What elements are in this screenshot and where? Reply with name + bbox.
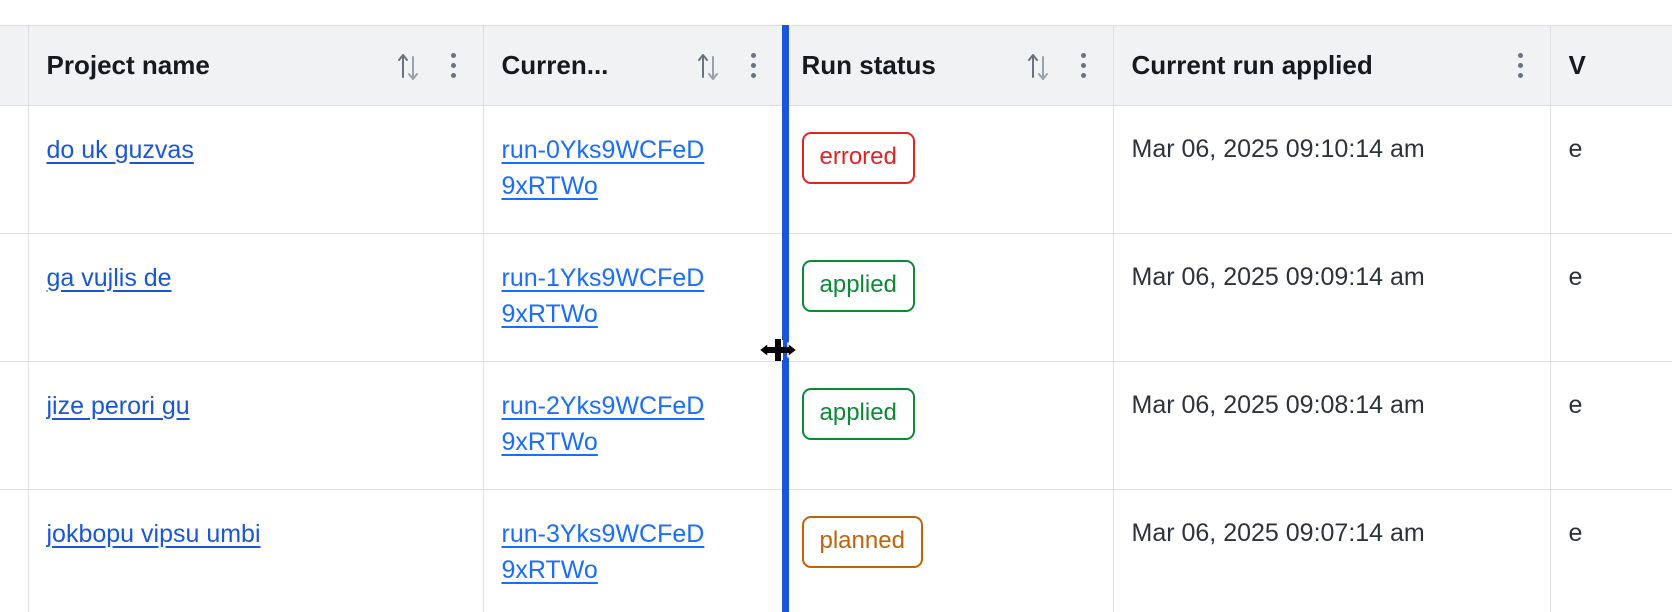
cell-current-run-applied: Mar 06, 2025 09:07:14 am <box>1113 489 1551 612</box>
cell-project-name: jokbopu vipsu umbi <box>28 489 484 612</box>
run-id-line-1: run-0Yks9WCFeD <box>501 136 705 164</box>
cell-next-column: e <box>1550 105 1672 234</box>
cell-next-column: e <box>1550 233 1672 362</box>
current-run-applied-timestamp: Mar 06, 2025 09:08:14 am <box>1131 391 1425 419</box>
run-id-line-2: 9xRTWo <box>501 556 598 585</box>
cell-project-name: jize perori gu <box>28 361 484 490</box>
header-label-run-status: Run status <box>801 50 936 80</box>
row-gutter-cell <box>0 489 29 612</box>
cell-current-run: run-3Yks9WCFeD 9xRTWo <box>483 489 784 612</box>
header-cell-current-run[interactable]: Curren... <box>483 25 784 106</box>
cell-run-status: applied <box>783 233 1114 362</box>
status-badge: applied <box>801 388 915 440</box>
current-run-link[interactable]: run-0Yks9WCFeD 9xRTWo <box>502 136 705 200</box>
project-name-link[interactable]: ga vujlis de <box>46 264 172 292</box>
status-badge: applied <box>801 260 915 312</box>
table-scroll-container[interactable]: Project name <box>0 25 1672 612</box>
run-id-line-2: 9xRTWo <box>501 172 598 201</box>
run-id-line-2: 9xRTWo <box>501 300 598 329</box>
table-row[interactable]: do uk guzvas run-0Yks9WCFeD 9xRTWo errore… <box>0 105 1672 234</box>
cell-run-status: applied <box>783 361 1114 490</box>
table-header: Project name <box>0 25 1672 106</box>
run-id-line-2: 9xRTWo <box>501 428 598 457</box>
header-cell-next-column[interactable]: V <box>1550 25 1672 106</box>
column-menu-kebab-icon-run-status[interactable] <box>1073 49 1095 83</box>
next-column-value: e <box>1568 519 1583 547</box>
status-badge: planned <box>801 516 923 568</box>
header-cell-gutter <box>0 25 29 106</box>
cell-project-name: ga vujlis de <box>28 233 484 362</box>
table-body: do uk guzvas run-0Yks9WCFeD 9xRTWo errore… <box>0 105 1672 612</box>
cell-run-status: errored <box>783 105 1114 234</box>
status-badge: errored <box>801 132 915 184</box>
row-gutter-cell <box>0 105 29 234</box>
cell-next-column: e <box>1550 489 1672 612</box>
next-column-value: e <box>1568 263 1583 291</box>
current-run-link[interactable]: run-3Yks9WCFeD 9xRTWo <box>502 520 705 584</box>
sort-icon-current-run[interactable] <box>695 49 721 83</box>
column-menu-kebab-icon-current-run-applied[interactable] <box>1510 49 1532 83</box>
header-cell-project-name[interactable]: Project name <box>28 25 484 106</box>
header-cell-current-run-applied[interactable]: Current run applied <box>1113 25 1551 106</box>
current-run-link[interactable]: run-2Yks9WCFeD 9xRTWo <box>502 392 705 456</box>
header-label-project-name: Project name <box>46 50 210 80</box>
cell-current-run: run-2Yks9WCFeD 9xRTWo <box>483 361 784 490</box>
cell-run-status: planned <box>783 489 1114 612</box>
column-resize-drag-indicator[interactable] <box>782 25 789 612</box>
row-gutter-cell <box>0 233 29 362</box>
cell-next-column: e <box>1550 361 1672 490</box>
current-run-applied-timestamp: Mar 06, 2025 09:07:14 am <box>1131 519 1425 547</box>
current-run-link[interactable]: run-1Yks9WCFeD 9xRTWo <box>502 264 705 328</box>
cell-current-run: run-0Yks9WCFeD 9xRTWo <box>483 105 784 234</box>
next-column-value: e <box>1568 391 1583 419</box>
cell-project-name: do uk guzvas <box>28 105 484 234</box>
sort-icon-run-status[interactable] <box>1025 49 1051 83</box>
cell-current-run: run-1Yks9WCFeD 9xRTWo <box>483 233 784 362</box>
cell-current-run-applied: Mar 06, 2025 09:09:14 am <box>1113 233 1551 362</box>
column-menu-kebab-icon-project-name[interactable] <box>443 49 465 83</box>
table-header-row: Project name <box>0 25 1672 106</box>
projects-table: Project name <box>0 25 1672 612</box>
header-label-current-run-applied: Current run applied <box>1131 50 1373 80</box>
project-name-link[interactable]: jokbopu vipsu umbi <box>46 520 261 548</box>
header-cell-run-status[interactable]: Run status <box>783 25 1114 106</box>
current-run-applied-timestamp: Mar 06, 2025 09:09:14 am <box>1131 263 1425 291</box>
cell-current-run-applied: Mar 06, 2025 09:10:14 am <box>1113 105 1551 234</box>
run-id-line-1: run-3Yks9WCFeD <box>501 520 705 548</box>
run-id-line-1: run-1Yks9WCFeD <box>501 264 705 292</box>
table-row[interactable]: ga vujlis de run-1Yks9WCFeD 9xRTWo applie… <box>0 233 1672 362</box>
column-menu-kebab-icon-current-run[interactable] <box>743 49 765 83</box>
cell-current-run-applied: Mar 06, 2025 09:08:14 am <box>1113 361 1551 490</box>
project-name-link[interactable]: jize perori gu <box>46 392 190 420</box>
table-row[interactable]: jize perori gu run-2Yks9WCFeD 9xRTWo appl… <box>0 361 1672 490</box>
current-run-applied-timestamp: Mar 06, 2025 09:10:14 am <box>1131 135 1425 163</box>
next-column-value: e <box>1568 135 1583 163</box>
row-gutter-cell <box>0 361 29 490</box>
run-id-line-1: run-2Yks9WCFeD <box>501 392 705 420</box>
header-label-next-column: V <box>1568 50 1586 80</box>
project-name-link[interactable]: do uk guzvas <box>46 136 194 164</box>
header-label-current-run: Curren... <box>501 50 609 80</box>
sort-icon-project-name[interactable] <box>395 49 421 83</box>
